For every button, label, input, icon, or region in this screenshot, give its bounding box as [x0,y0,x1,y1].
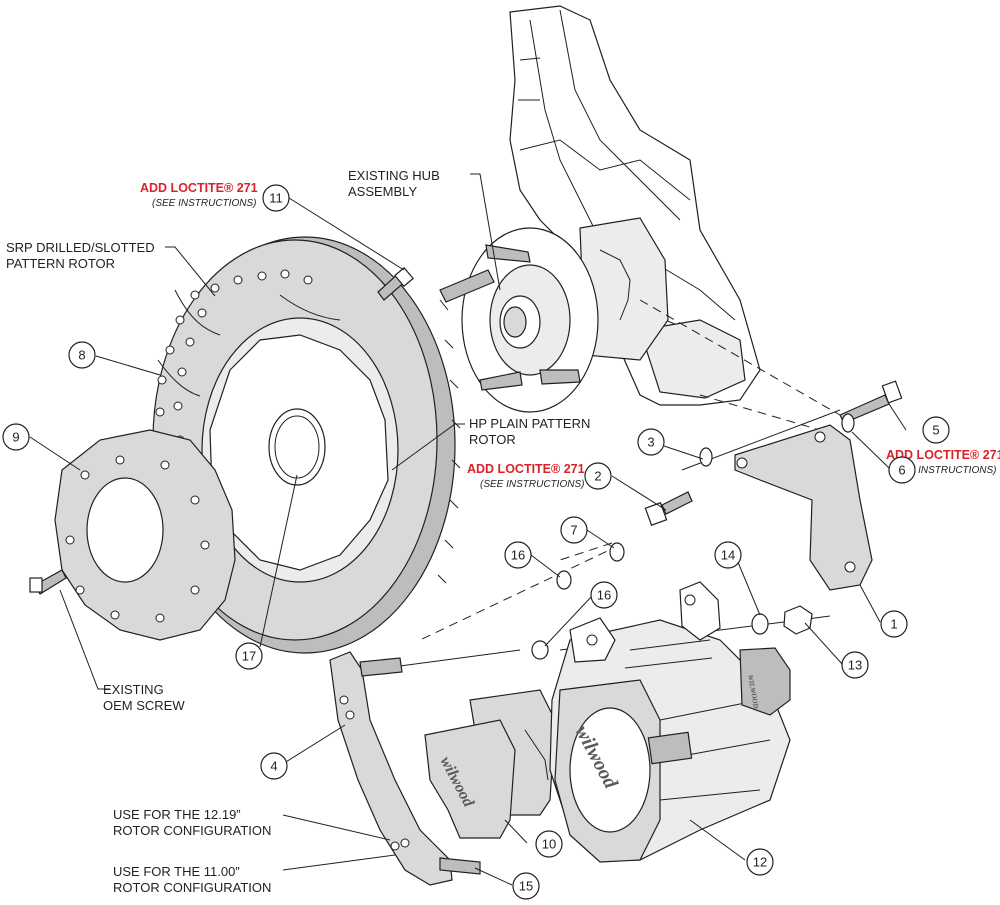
callout-15: 15 [512,872,540,900]
hub-label-line2: ASSEMBLY [348,184,417,199]
callout-1: 1 [880,610,908,638]
svg-text:2: 2 [594,469,601,484]
svg-text:14: 14 [721,548,735,563]
loctite-label-5: ADD LOCTITE® 271 [886,448,1000,462]
svg-text:4: 4 [270,759,277,774]
hub-label-line1: EXISTING HUB [348,168,440,183]
oem-screw-label-line1: EXISTING [103,682,164,697]
svg-text:7: 7 [570,523,577,538]
callout-2: 2 [584,462,612,490]
svg-text:8: 8 [78,348,85,363]
hp-rotor-label-line2: ROTOR [469,432,516,447]
svg-text:13: 13 [848,658,862,673]
callout-7: 7 [560,516,588,544]
callout-10: 10 [535,830,563,858]
svg-text:10: 10 [542,837,556,852]
loctite-note-5: (SEE INSTRUCTIONS) [892,465,996,476]
callout-6: 6 [888,456,916,484]
svg-text:6: 6 [898,463,905,478]
oem-screw [29,569,67,595]
callout-11: 11 [262,184,290,212]
callout-16b: 16 [590,581,618,609]
brake-pads: wilwood [424,689,556,839]
callout-8: 8 [68,341,96,369]
callout-5: 5 [922,416,950,444]
hp-rotor-label-line1: HP PLAIN PATTERN [469,416,590,431]
steering-knuckle [509,5,761,406]
rotor-1100-label-line1: USE FOR THE 11.00” [113,864,240,879]
svg-text:1: 1 [890,617,897,632]
svg-text:16: 16 [511,548,525,563]
callout-14: 14 [714,541,742,569]
svg-text:15: 15 [519,879,533,894]
svg-text:17: 17 [242,649,256,664]
loctite-label-2: ADD LOCTITE® 271 [467,462,585,476]
callout-17: 17 [235,642,263,670]
callout-13: 13 [841,651,869,679]
bracket-6 [734,424,873,591]
leader-lines [29,173,907,886]
srp-rotor-label-line1: SRP DRILLED/SLOTTED [6,240,155,255]
srp-rotor-label-line2: PATTERN ROTOR [6,256,115,271]
callout-3: 3 [637,428,665,456]
svg-text:16: 16 [597,588,611,603]
rotor-1219-label-line1: USE FOR THE 12.19” [113,807,241,822]
loctite-note-11: (SEE INSTRUCTIONS) [152,198,256,209]
loctite-note-2: (SEE INSTRUCTIONS) [480,479,584,490]
hardware [377,266,903,660]
caliper: wilwood WILWOOD [549,581,791,863]
loctite-label-11: ADD LOCTITE® 271 [140,181,258,195]
callout-12: 12 [746,848,774,876]
text-labels: ADD LOCTITE® 271 (SEE INSTRUCTIONS) ADD … [6,168,1000,895]
callouts: 11 8 9 3 2 5 6 7 16 14 16 1 17 13 4 10 1… [2,184,950,900]
svg-text:3: 3 [647,435,654,450]
callout-4: 4 [260,752,288,780]
callout-16a: 16 [504,541,532,569]
bracket-4 [329,651,481,886]
svg-text:9: 9 [12,430,19,445]
svg-text:11: 11 [269,191,283,206]
callout-9: 9 [2,423,30,451]
rotor-hat [54,429,236,641]
rotor-1219-label-line2: ROTOR CONFIGURATION [113,823,271,838]
svg-text:12: 12 [753,855,767,870]
oem-screw-label-line2: OEM SCREW [103,698,185,713]
rotor-1100-label-line2: ROTOR CONFIGURATION [113,880,271,895]
svg-text:5: 5 [932,423,939,438]
hub-assembly [439,217,669,413]
